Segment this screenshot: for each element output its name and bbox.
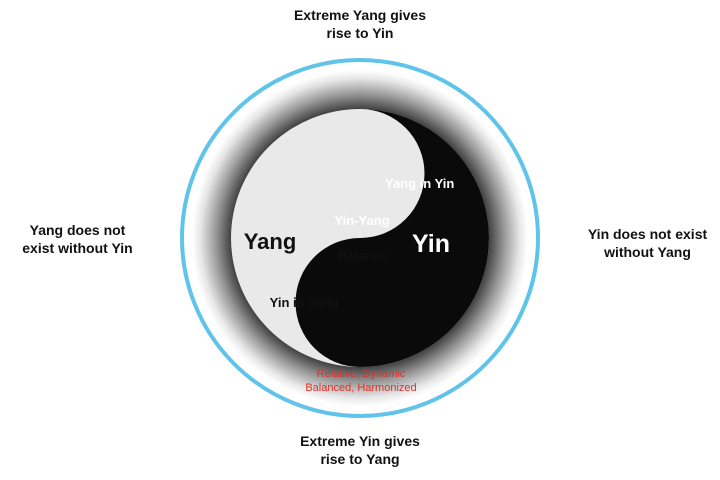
caption-left: Yang does not exist without Yin xyxy=(0,221,155,257)
caption-right: Yin does not exist without Yang xyxy=(575,225,720,261)
attributes-line-2: Balanced, Harmonized xyxy=(305,382,416,394)
caption-left-line-2: exist without Yin xyxy=(22,240,133,256)
center-label-top: Yin-Yang xyxy=(334,213,389,228)
caption-left-line-1: Yang does not xyxy=(29,222,126,238)
yang-in-yin-label: Yang in Yin xyxy=(385,176,454,191)
yang-label: Yang xyxy=(244,229,297,254)
caption-right-line-2: without Yang xyxy=(604,244,691,260)
caption-bottom: Extreme Yin gives rise to Yang xyxy=(260,432,460,468)
caption-top: Extreme Yang gives rise to Yin xyxy=(250,6,470,42)
caption-bottom-line-1: Extreme Yin gives xyxy=(300,433,420,449)
caption-bottom-line-2: rise to Yang xyxy=(320,451,400,467)
attributes-line-1: Relative, Dynamic xyxy=(317,368,406,380)
caption-top-line-2: rise to Yin xyxy=(326,25,394,41)
yin-in-yang-label: Yin in Yang xyxy=(270,295,339,310)
caption-top-line-1: Extreme Yang gives xyxy=(293,7,427,23)
yin-dot xyxy=(341,291,363,313)
yin-label: Yin xyxy=(412,230,450,258)
caption-right-line-1: Yin does not exist xyxy=(587,226,708,242)
center-label-bottom: Balance xyxy=(338,248,388,263)
yang-dot xyxy=(351,170,373,192)
